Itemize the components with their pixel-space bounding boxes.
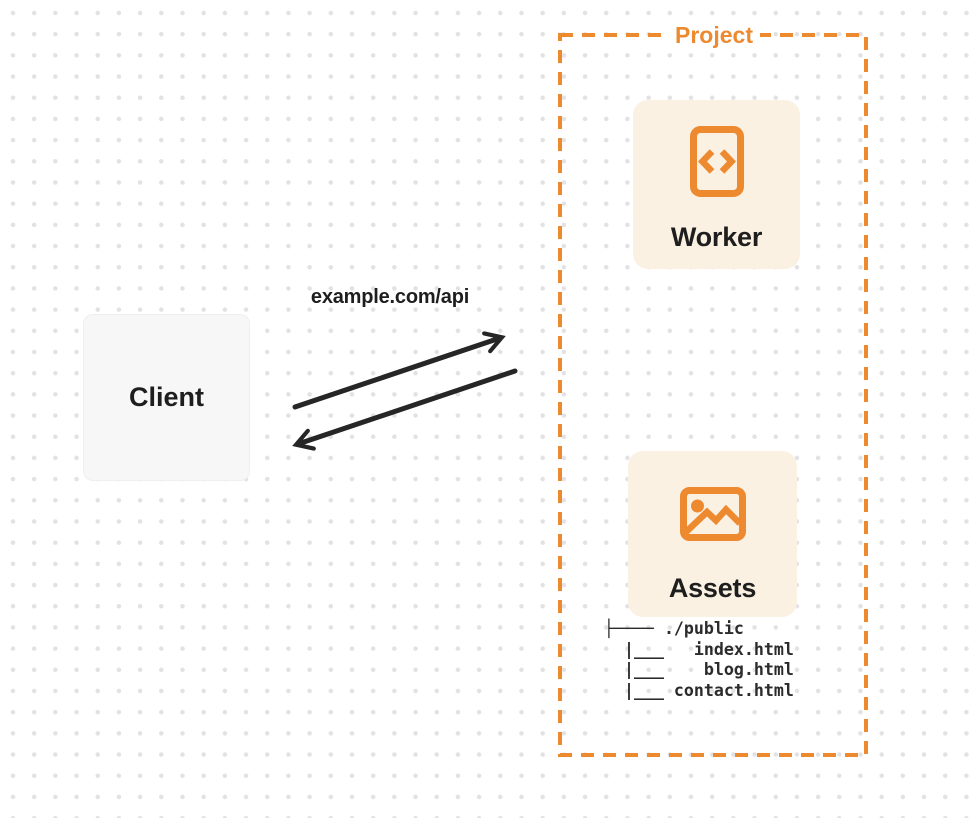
project-container-border xyxy=(558,33,868,757)
file-tree-line-index: |___ index.html xyxy=(604,639,794,659)
project-dashed-rect xyxy=(558,33,868,757)
image-icon xyxy=(679,487,746,541)
assets-node: Assets xyxy=(628,451,797,617)
file-tree: ├──── ./public |___ index.html |___ blog… xyxy=(604,619,794,701)
file-tree-line-blog: |___ blog.html xyxy=(604,660,794,680)
request-url-label: example.com/api xyxy=(310,286,470,308)
client-node: Client xyxy=(83,314,250,481)
file-tree-line-public: ├──── ./public xyxy=(604,619,744,638)
code-file-icon xyxy=(689,126,744,197)
assets-label: Assets xyxy=(668,573,757,603)
response-arrow xyxy=(292,368,518,451)
file-tree-line-contact: |___ contact.html xyxy=(604,680,794,700)
worker-label: Worker xyxy=(670,222,763,252)
request-response-arrows xyxy=(292,331,518,451)
worker-node: Worker xyxy=(633,100,800,269)
request-arrow xyxy=(292,331,506,410)
project-label: Project xyxy=(668,21,760,49)
client-label: Client xyxy=(128,382,204,412)
